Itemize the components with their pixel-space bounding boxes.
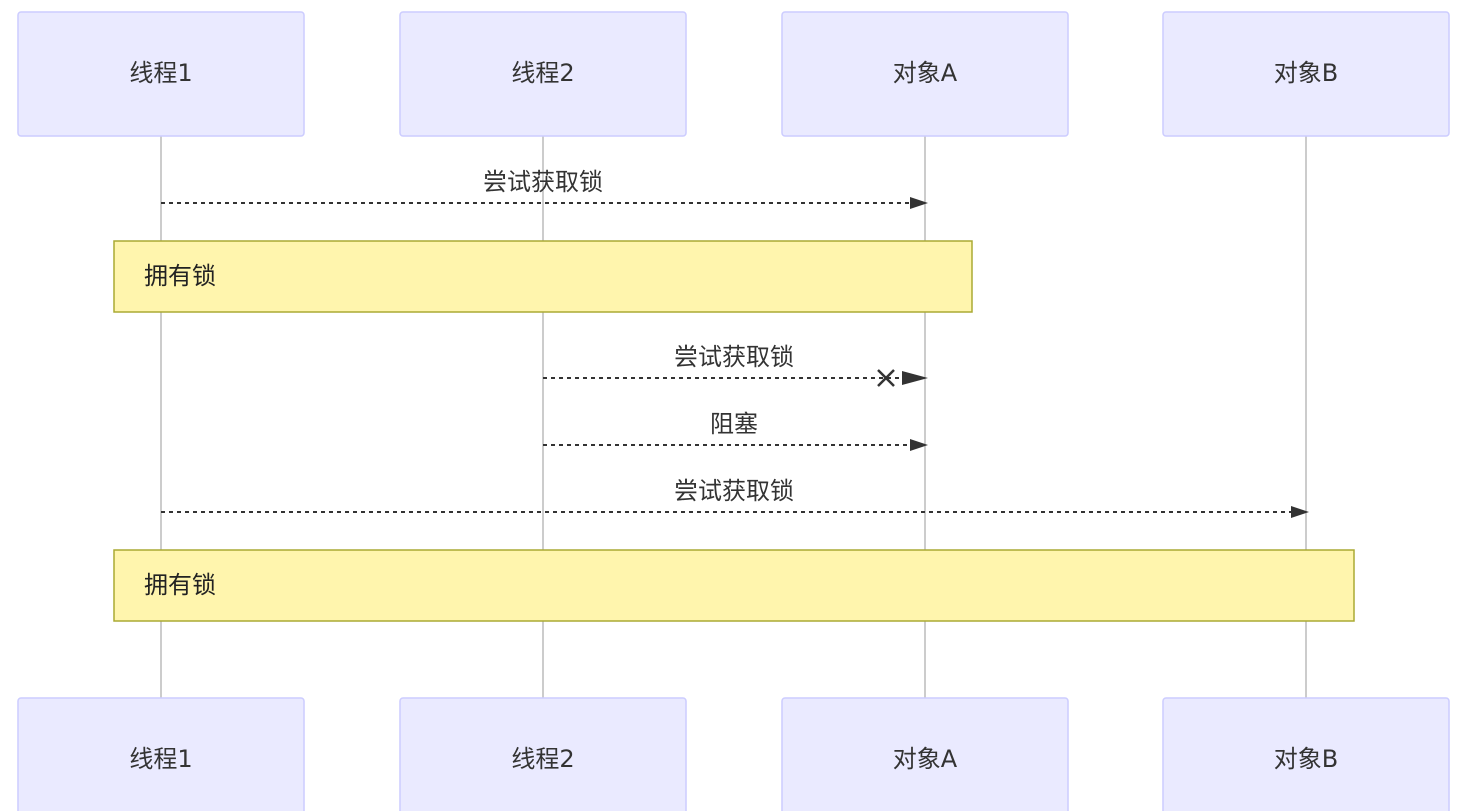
note-owns-lock-2: 拥有锁: [113, 549, 1355, 622]
arrow-head-icon: [910, 197, 928, 209]
message-label: 尝试获取锁: [483, 168, 603, 196]
actor-thread-1-bottom: 线程1: [17, 697, 305, 811]
note-owns-lock-1: 拥有锁: [113, 240, 973, 313]
message-label: 阻塞: [710, 410, 758, 438]
actor-label: 对象A: [893, 745, 958, 773]
actor-label: 线程2: [511, 59, 574, 87]
actor-object-a-top: 对象A: [781, 11, 1069, 137]
actor-label: 线程2: [511, 745, 574, 773]
arrow-head-icon: [910, 439, 928, 451]
actor-object-a-bottom: 对象A: [781, 697, 1069, 811]
message-thread2-blocked: 阻塞: [543, 410, 928, 451]
message-thread1-try-lock-b: 尝试获取锁: [161, 477, 1309, 518]
note-label: 拥有锁: [144, 571, 216, 599]
arrow-head-icon: [902, 371, 928, 385]
message-label: 尝试获取锁: [674, 343, 794, 371]
actor-thread-2-top: 线程2: [399, 11, 687, 137]
message-label: 尝试获取锁: [674, 477, 794, 505]
note-label: 拥有锁: [144, 262, 216, 290]
actor-label: 线程1: [129, 745, 192, 773]
actor-label: 对象A: [893, 59, 958, 87]
actor-object-b-bottom: 对象B: [1162, 697, 1450, 811]
actor-thread-2-bottom: 线程2: [399, 697, 687, 811]
actor-thread-1-top: 线程1: [17, 11, 305, 137]
message-thread2-try-lock-a: 尝试获取锁: [543, 343, 928, 387]
actor-label: 对象B: [1274, 59, 1338, 87]
arrow-head-icon: [1291, 506, 1309, 518]
message-thread1-try-lock-a: 尝试获取锁: [161, 168, 928, 209]
actor-label: 线程1: [129, 59, 192, 87]
actor-object-b-top: 对象B: [1162, 11, 1450, 137]
cross-icon: [877, 369, 895, 387]
actor-label: 对象B: [1274, 745, 1338, 773]
